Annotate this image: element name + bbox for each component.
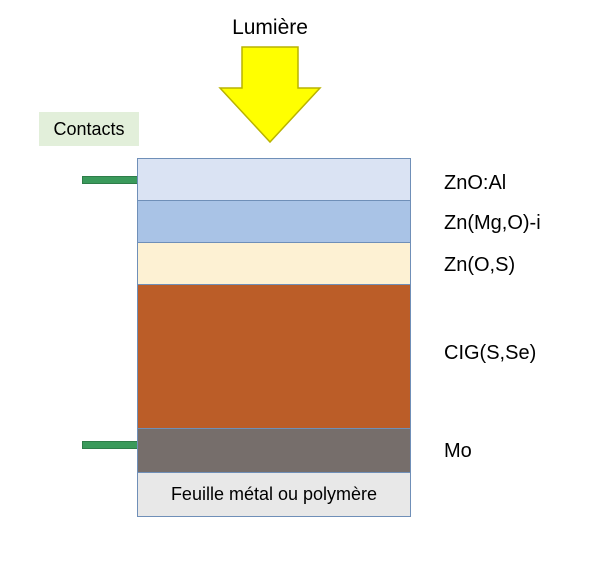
label-mo: Mo: [444, 440, 472, 462]
layer-substrate: Feuille métal ou polymère: [137, 473, 411, 517]
label-zno-al: ZnO:Al: [444, 172, 507, 194]
layer-mo: [137, 429, 411, 473]
contacts-label: Contacts: [39, 112, 139, 146]
layer-stack: Feuille métal ou polymère: [137, 158, 411, 517]
layer-zno-al: [137, 158, 411, 201]
label-zn-o-s: Zn(O,S): [444, 254, 516, 276]
light-label: Lumière: [232, 16, 308, 39]
top-contact-tab: [82, 176, 138, 184]
light-arrow-icon: [218, 46, 322, 144]
label-cig-s-se: CIG(S,Se): [444, 342, 537, 364]
layer-zn-o-s: [137, 243, 411, 285]
label-zn-mg-o: Zn(Mg,O)-i: [444, 212, 541, 234]
layer-cig-s-se: [137, 285, 411, 429]
layer-zn-mg-o: [137, 201, 411, 243]
bottom-contact-tab: [82, 441, 138, 449]
